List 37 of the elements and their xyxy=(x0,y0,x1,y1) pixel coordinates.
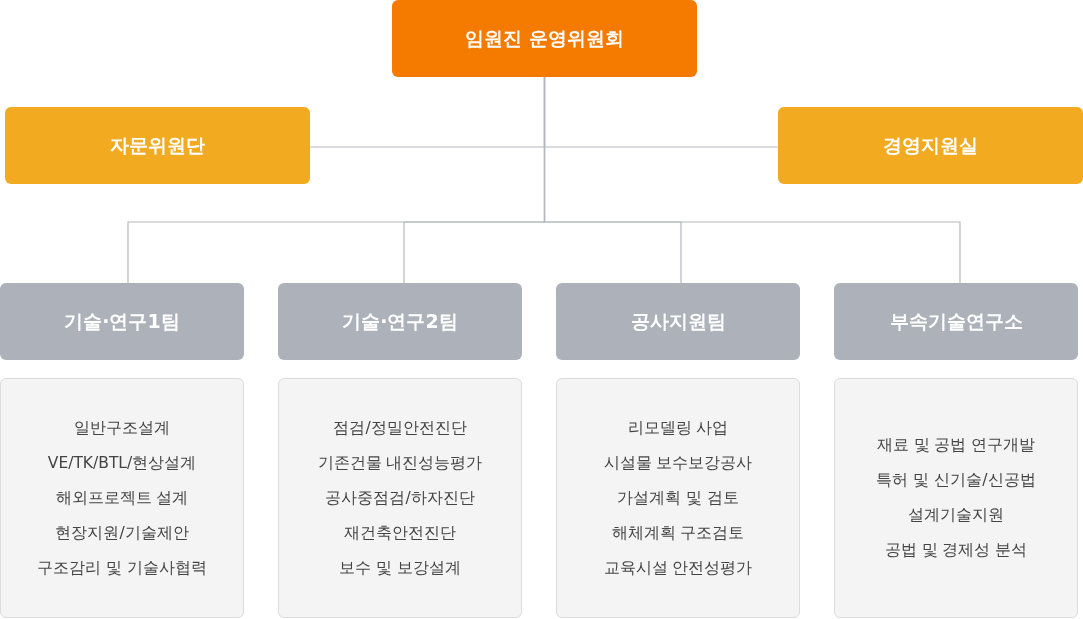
list-item: 구조감리 및 기술사협력 xyxy=(37,557,207,579)
list-item: 기존건물 내진성능평가 xyxy=(317,452,483,474)
box-title: 부속기술연구소 xyxy=(889,308,1023,334)
committee-box xyxy=(392,0,697,77)
department-box xyxy=(778,107,1083,184)
duty-list-box xyxy=(0,378,244,618)
team-box xyxy=(278,283,522,360)
team-box xyxy=(556,283,800,360)
duty-list-box xyxy=(834,378,1078,618)
box-title: 자문위원단 xyxy=(110,132,205,158)
duty-list-box xyxy=(556,378,800,618)
list-item: 일반구조설계 xyxy=(74,417,170,439)
box-title: 기술·연구2팀 xyxy=(342,308,458,334)
list-item: 설계기술지원 xyxy=(908,505,1004,526)
list-item: 해체계획 구조검토 xyxy=(611,522,745,544)
list-item: 보수 및 보강설계 xyxy=(339,557,461,579)
list-item: 시설물 보수보강공사 xyxy=(603,452,753,474)
list-item: 현장지원/기술제안 xyxy=(55,522,189,544)
list-item: 해외프로젝트 설계 xyxy=(55,487,189,509)
list-item: VE/TK/BTL/현상설계 xyxy=(47,452,197,474)
team-box xyxy=(834,283,1078,360)
list-item: 특허 및 신기술/신공법 xyxy=(876,470,1036,491)
box-title: 공사지원팀 xyxy=(630,308,726,334)
list-item: 재료 및 공법 연구개발 xyxy=(876,435,1036,456)
team-box xyxy=(0,283,244,360)
list-item: 재건축안전진단 xyxy=(344,522,456,544)
duty-list-box xyxy=(278,378,522,618)
box-title: 기술·연구1팀 xyxy=(64,308,180,334)
list-item: 공사중점검/하자진단 xyxy=(325,487,475,509)
department-box xyxy=(5,107,310,184)
list-item: 리모델링 사업 xyxy=(627,417,729,439)
box-title: 경영지원실 xyxy=(883,132,978,158)
box-title: 임원진 운영위원회 xyxy=(465,25,624,51)
list-item: 점검/정밀안전진단 xyxy=(333,417,467,439)
list-item: 가설계획 및 검토 xyxy=(617,487,739,509)
list-item: 교육시설 안전성평가 xyxy=(603,557,753,579)
list-item: 공법 및 경제성 분석 xyxy=(884,540,1028,561)
